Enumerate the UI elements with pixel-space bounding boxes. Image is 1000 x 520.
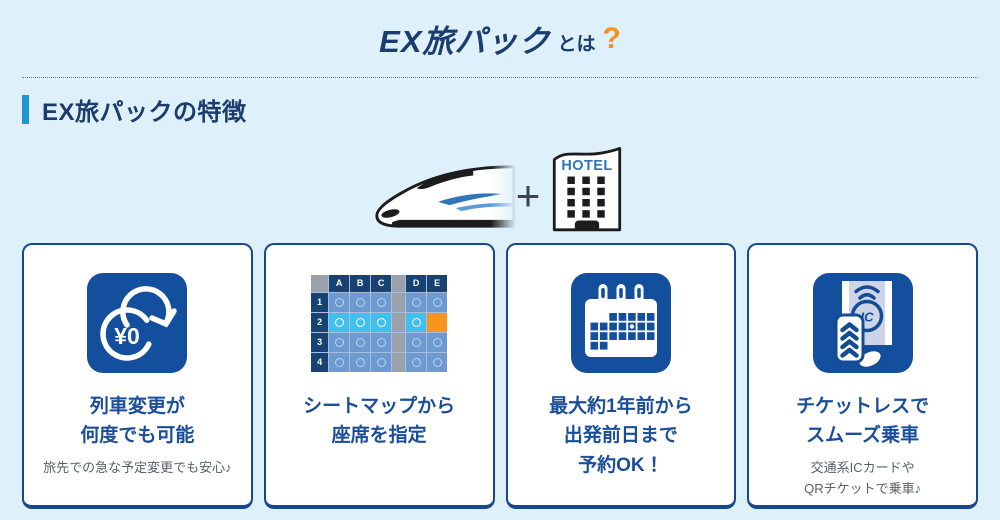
feature-subtitle: 旅先での急な予定変更でも安心♪ [43,459,232,475]
section-heading-text: EX旅パックの特徴 [42,99,247,126]
ic-card-reader-icon: IC [812,273,913,373]
hotel-icon: HOTEL [553,147,622,232]
feature-title: シートマップから 座席を指定 [303,396,456,447]
question-mark: ? [602,21,621,55]
feature-subtitle: 交通系ICカードや QRチケットで乗車♪ [804,459,922,497]
page-title-suffix: とは [557,34,596,55]
feature-card-ticketless: IC チケットレスで スムーズ乗車 交通系ICカードや QRチケットで乗車♪ [747,243,978,509]
feature-title: 列車変更が 何度でも可能 [80,396,195,447]
feature-card-train-change: ¥0 列車変更が 何度でも可能 旅先での急な予定変更でも安心♪ [22,243,253,509]
train-change-yen-zero-icon: ¥0 [87,273,188,373]
hotel-sign-label: HOTEL [562,158,613,174]
calendar-icon [570,273,671,373]
yen-zero-label: ¥0 [115,323,141,349]
hotel-windows [567,176,606,218]
feature-card-calendar: 最大約1年前から 出発前日まで 予約OK！ [505,243,737,509]
feature-title: チケットレスで スムーズ乗車 [796,396,930,447]
plus-sign: + [515,172,541,219]
feature-title: 最大約1年前から 出発前日まで 予約OK！ [549,396,693,476]
heading-accent-bar [22,95,29,124]
train-hotel-illustration: + HOTEL [0,131,1000,233]
shinkansen-icon [375,157,516,233]
page-title: EX旅パック [379,24,551,59]
hotel-door [575,220,600,230]
section-heading: EX旅パックの特徴 [22,92,978,127]
hero: EX旅パック とは ? [22,0,978,78]
